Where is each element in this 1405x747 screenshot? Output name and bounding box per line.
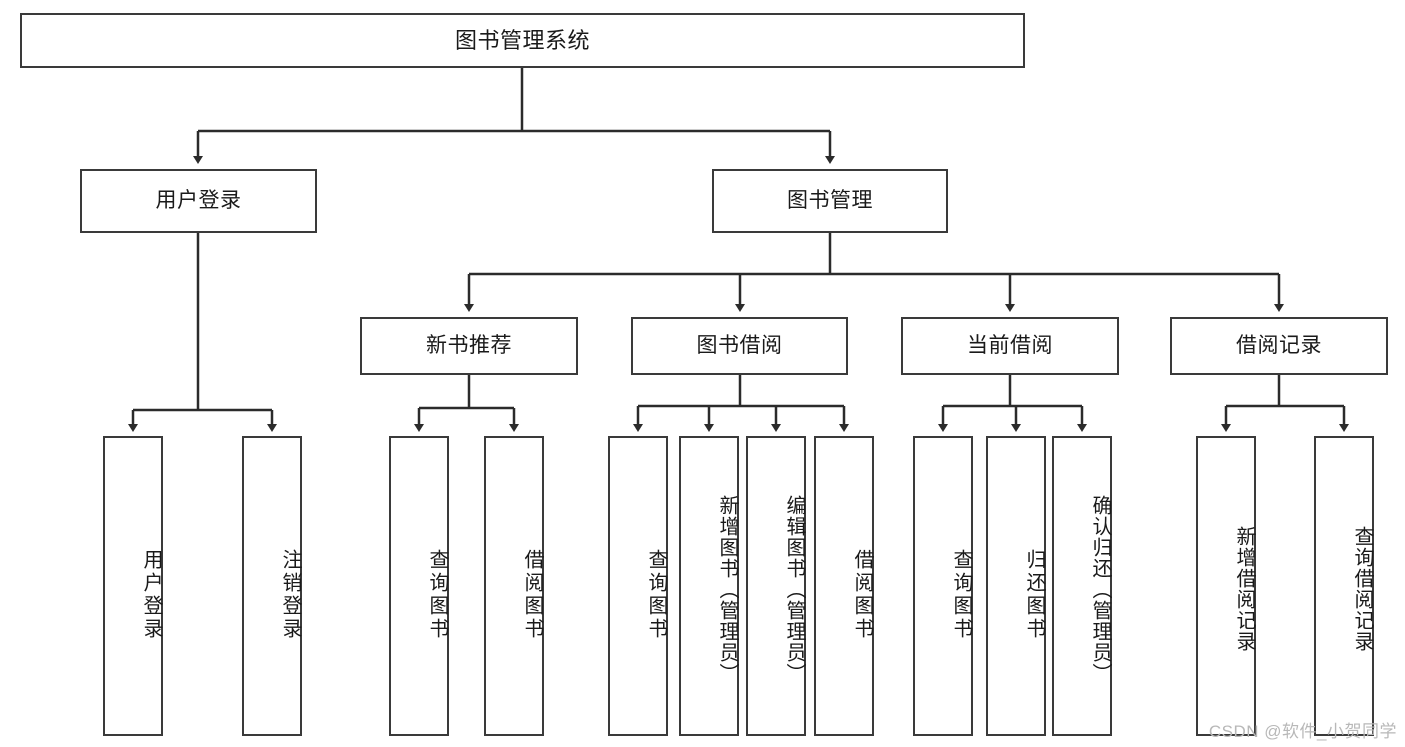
watermark: CSDN @软件_小贺同学	[1208, 722, 1397, 741]
node-level3-current-borrow[interactable]: 当前借阅	[901, 317, 1119, 375]
leaf-node[interactable]: 查询图书	[389, 436, 449, 736]
node-level3-new-book-recommend[interactable]: 新书推荐	[360, 317, 578, 375]
leaf-node[interactable]: 查询图书	[608, 436, 668, 736]
leaf-node[interactable]: 用户登录	[103, 436, 163, 736]
leaf-node[interactable]: 编辑图书（管理员）	[746, 436, 806, 736]
leaf-node[interactable]: 借阅图书	[814, 436, 874, 736]
node-root[interactable]: 图书管理系统	[20, 13, 1025, 68]
leaf-node[interactable]: 确认归还（管理员）	[1052, 436, 1112, 736]
leaf-node[interactable]: 借阅图书	[484, 436, 544, 736]
leaf-node[interactable]: 归还图书	[986, 436, 1046, 736]
leaf-node[interactable]: 查询图书	[913, 436, 973, 736]
node-level3-borrow-records[interactable]: 借阅记录	[1170, 317, 1388, 375]
node-level2-book-management[interactable]: 图书管理	[712, 169, 948, 233]
leaf-node[interactable]: 查询借阅记录	[1314, 436, 1374, 736]
leaf-node[interactable]: 注销登录	[242, 436, 302, 736]
leaf-node[interactable]: 新增借阅记录	[1196, 436, 1256, 736]
node-level3-book-borrow[interactable]: 图书借阅	[631, 317, 848, 375]
node-level2-user-login[interactable]: 用户登录	[80, 169, 317, 233]
leaf-node[interactable]: 新增图书（管理员）	[679, 436, 739, 736]
